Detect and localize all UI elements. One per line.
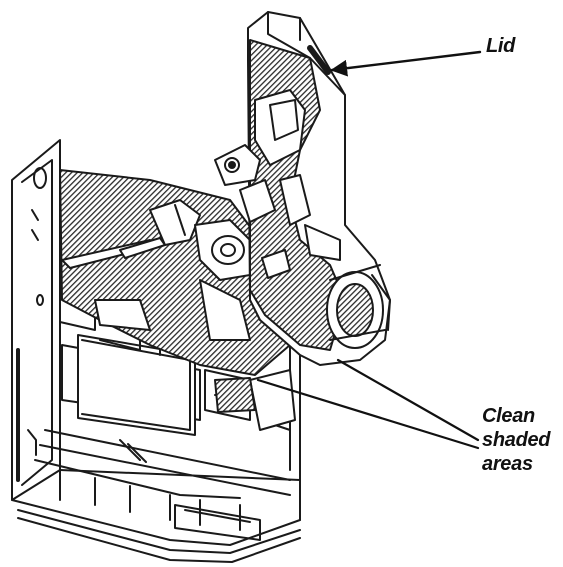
lid-label-text: Lid	[486, 35, 516, 57]
lid-leader-line	[330, 50, 482, 77]
platen-roller	[214, 369, 296, 431]
clean-label-line3: areas	[482, 453, 533, 475]
clean-label-line2: shaded	[482, 429, 551, 451]
clean-shaded-areas-callout: Clean shaded areas	[482, 404, 551, 476]
printer-lid	[214, 11, 391, 366]
lid-callout-label: Lid	[486, 34, 515, 58]
clean-label-line1: Clean	[482, 405, 535, 427]
printer-body	[11, 139, 301, 563]
roller-mechanism	[119, 199, 256, 281]
clean-leader-lines	[256, 358, 480, 450]
